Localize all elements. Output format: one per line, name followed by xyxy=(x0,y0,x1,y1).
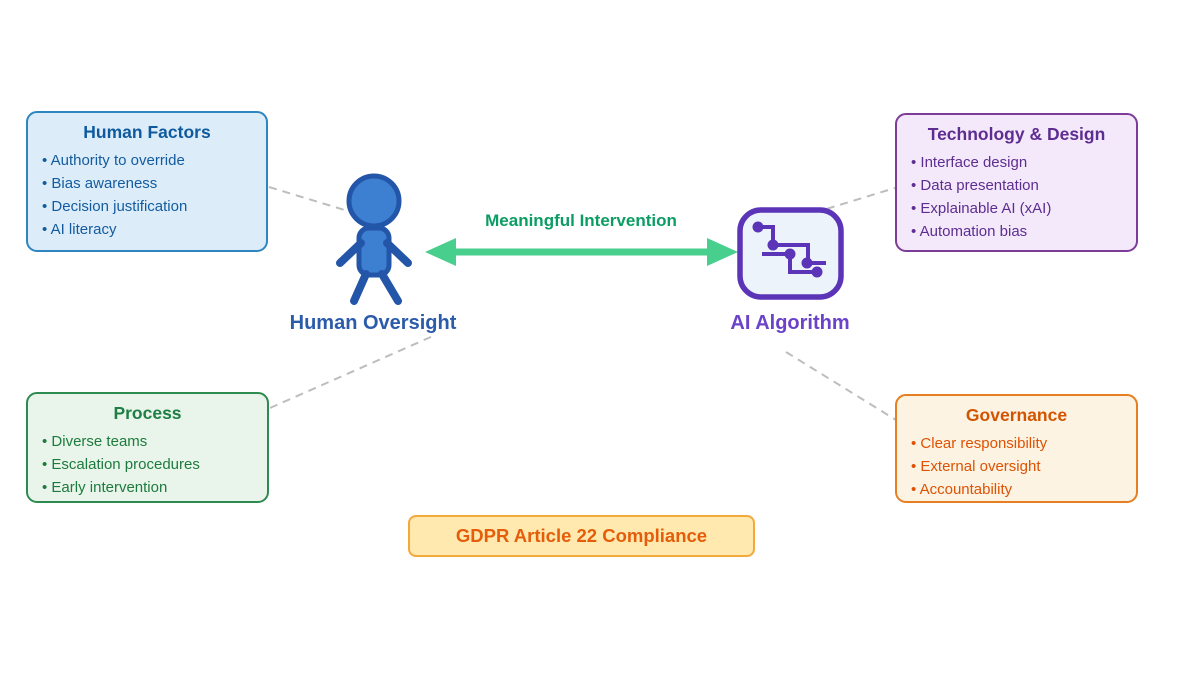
ai-algorithm-label: AI Algorithm xyxy=(730,312,850,334)
bullet-item: Explainable AI (xAI) xyxy=(911,197,1124,220)
card-human-factors: Human Factors Authority to override Bias… xyxy=(26,111,268,252)
card-human-factors-list: Authority to override Bias awareness Dec… xyxy=(40,149,254,241)
bullet-item: External oversight xyxy=(911,455,1124,478)
connector-human-factors xyxy=(268,186,362,216)
bullet-item: Automation bias xyxy=(911,220,1124,243)
card-process: Process Diverse teams Escalation procedu… xyxy=(26,392,269,503)
card-governance-title: Governance xyxy=(965,405,1068,425)
person-figure-icon xyxy=(336,173,412,305)
card-human-factors-title: Human Factors xyxy=(83,122,211,142)
gdpr-compliance-badge: GDPR Article 22 Compliance xyxy=(408,515,755,557)
card-technology-design-list: Interface design Data presentation Expla… xyxy=(909,151,1124,243)
double-headed-arrow-icon xyxy=(425,238,738,266)
card-technology-design-title: Technology & Design xyxy=(927,124,1106,144)
bullet-item: Authority to override xyxy=(42,149,254,172)
bullet-item: Bias awareness xyxy=(42,172,254,195)
bullet-item: Data presentation xyxy=(911,174,1124,197)
bullet-item: AI literacy xyxy=(42,218,254,241)
bullet-item: Clear responsibility xyxy=(911,432,1124,455)
connector-governance xyxy=(785,351,897,421)
card-governance: Governance Clear responsibility External… xyxy=(895,394,1138,503)
connector-process xyxy=(269,335,434,409)
bullet-item: Escalation procedures xyxy=(42,453,255,476)
bullet-item: Early intervention xyxy=(42,476,255,499)
bullet-item: Accountability xyxy=(911,478,1124,501)
bullet-item: Interface design xyxy=(911,151,1124,174)
bullet-item: Decision justification xyxy=(42,195,254,218)
card-process-list: Diverse teams Escalation procedures Earl… xyxy=(40,430,255,499)
card-technology-design: Technology & Design Interface design Dat… xyxy=(895,113,1138,252)
card-governance-list: Clear responsibility External oversight … xyxy=(909,432,1124,501)
bullet-item: Diverse teams xyxy=(42,430,255,453)
card-process-title: Process xyxy=(113,403,182,423)
meaningful-intervention-label: Meaningful Intervention xyxy=(485,211,677,230)
circuit-chip-icon xyxy=(737,207,844,300)
human-oversight-label: Human Oversight xyxy=(289,312,457,334)
